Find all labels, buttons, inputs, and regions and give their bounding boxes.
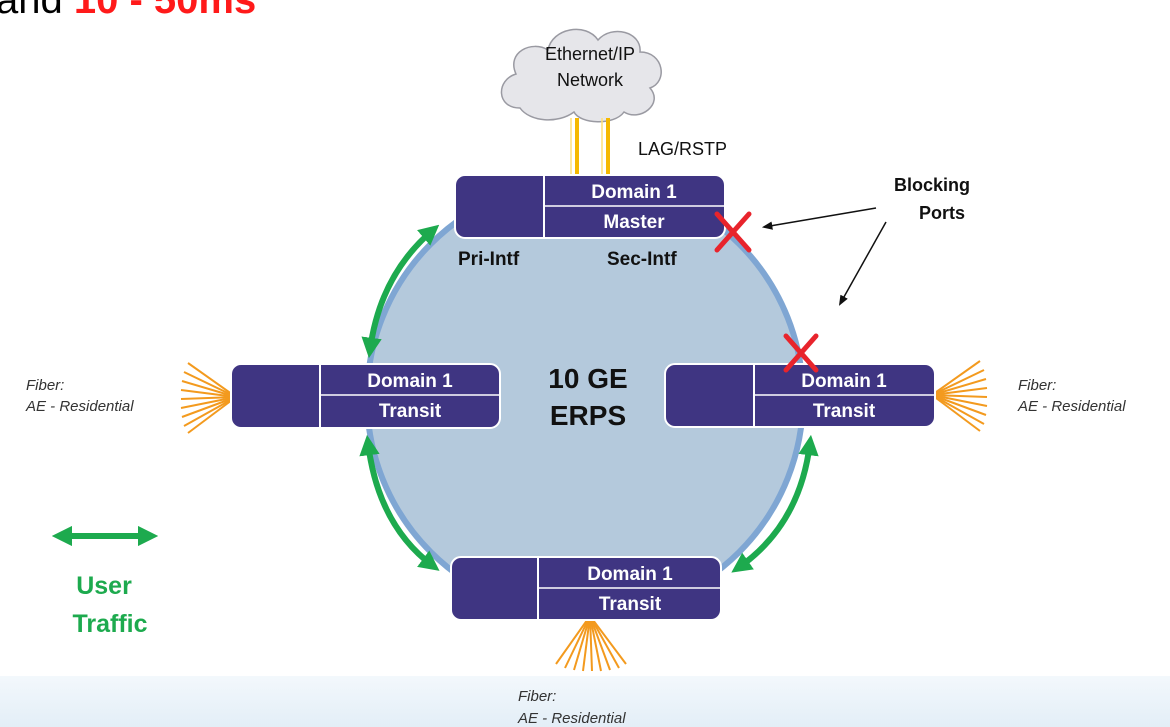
node-bottom-line1: Domain 1 [587, 564, 673, 585]
blocking-label-line1: Blocking [894, 175, 970, 195]
fiber-fan-left [180, 362, 237, 434]
cloud-label-line2: Network [557, 70, 624, 90]
fiber-fan-bottom [555, 615, 627, 672]
heading-prefix: and [0, 0, 63, 22]
heading-highlight: 10 - 50ms [73, 0, 257, 22]
network-cloud: Ethernet/IP Network [500, 28, 662, 123]
node-right-line2: Transit [813, 401, 876, 422]
legend-label-line2: Traffic [72, 610, 147, 638]
legend-label-line1: User [76, 572, 132, 600]
bottom-band [0, 676, 1170, 727]
blocking-pointer-top [761, 207, 877, 230]
node-left-line1: Domain 1 [367, 371, 453, 392]
fiber-left-line1: Fiber: [26, 377, 64, 394]
node-bottom-transit: Domain 1 Transit [450, 556, 722, 621]
fiber-bottom-line2: AE - Residential [517, 710, 626, 727]
cloud-label-line1: Ethernet/IP [545, 44, 635, 64]
node-right-transit: Domain 1 Transit [664, 363, 936, 428]
traffic-arrow-lower-right [731, 434, 819, 573]
secondary-interface-label: Sec-Intf [607, 249, 677, 270]
blocking-label-line2: Ports [919, 203, 965, 223]
node-top-line1: Domain 1 [591, 182, 677, 203]
node-right-line1: Domain 1 [801, 371, 887, 392]
slide-heading: and 10 - 50ms [0, 0, 256, 22]
fiber-fan-right [931, 360, 988, 432]
fiber-bottom-line1: Fiber: [518, 688, 556, 705]
traffic-arrow-lower-left [359, 434, 440, 571]
node-bottom-line2: Transit [599, 594, 662, 615]
uplink-label: LAG/RSTP [638, 139, 727, 159]
traffic-arrow-upper-left [361, 224, 440, 359]
blocking-port-mark-top [714, 211, 752, 253]
ring-label-line2: ERPS [550, 400, 626, 431]
blocking-port-mark-right [783, 333, 819, 373]
primary-interface-label: Pri-Intf [458, 249, 520, 270]
blocking-pointer-right [838, 221, 887, 306]
node-top-master: Domain 1 Master [454, 174, 726, 239]
node-left-transit: Domain 1 Transit [230, 363, 501, 429]
node-left-line2: Transit [379, 401, 442, 422]
fiber-right-line2: AE - Residential [1017, 398, 1126, 415]
lag-uplinks [570, 118, 610, 178]
node-top-line2: Master [603, 212, 665, 233]
fiber-right-line1: Fiber: [1018, 377, 1056, 394]
ring-label-line1: 10 GE [548, 363, 627, 394]
fiber-left-line2: AE - Residential [25, 398, 134, 415]
